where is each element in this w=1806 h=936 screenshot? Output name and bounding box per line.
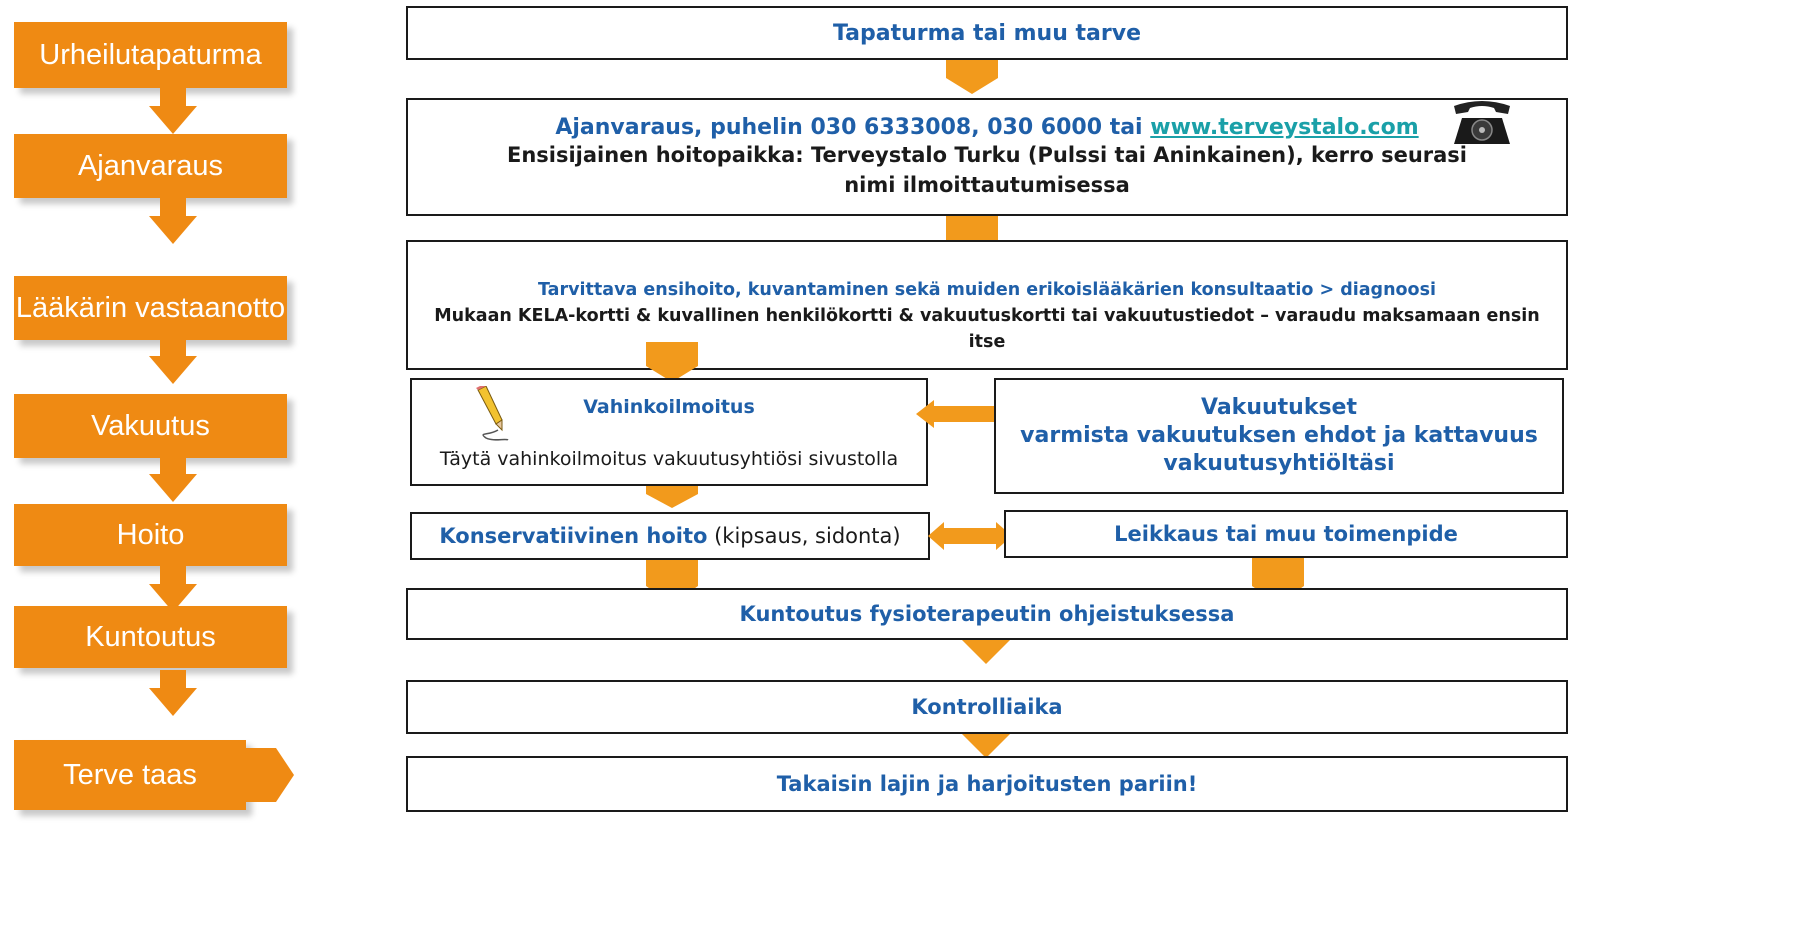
double-arrow-icon — [928, 522, 1012, 550]
box-vakuutukset: Vakuutukset varmista vakuutuksen ehdot j… — [994, 378, 1564, 494]
right-arrow-icon — [246, 748, 294, 802]
connector-arrow-icon — [962, 640, 1010, 664]
ajanvaraus-phone-text: Ajanvaraus, puhelin 030 6333008, 030 600… — [555, 114, 1151, 140]
step-vakuutus: Vakuutus — [14, 394, 287, 458]
kuntoutus-text: Kuntoutus fysioterapeutin ohjeistuksessa — [739, 602, 1235, 626]
vastaanotto-line1: Tarvittava ensihoito, kuvantaminen sekä … — [538, 280, 1436, 300]
vastaanotto-line2: Mukaan KELA-kortti & kuvallinen henkilök… — [434, 306, 1540, 352]
connector-arrow-icon — [646, 486, 698, 508]
box-kontrolliaika: Kontrolliaika — [406, 680, 1568, 734]
terveystalo-link[interactable]: www.terveystalo.com — [1150, 114, 1419, 140]
step-label: Kuntoutus — [85, 620, 216, 653]
step-label: Terve taas — [63, 758, 197, 791]
box-laakarin-vastaanotto: Tarvittava ensihoito, kuvantaminen sekä … — [406, 240, 1568, 370]
konservatiivinen-bold: Konservatiivinen hoito — [439, 524, 708, 548]
step-terve-taas: Terve taas — [14, 740, 246, 810]
box-takaisin: Takaisin lajin ja harjoitusten pariin! — [406, 756, 1568, 812]
box-konservatiivinen-hoito: Konservatiivinen hoito (kipsaus, sidonta… — [410, 512, 930, 560]
step-label: Lääkärin vastaanotto — [15, 291, 286, 324]
ajanvaraus-phone-line: Ajanvaraus, puhelin 030 6333008, 030 600… — [555, 115, 1418, 140]
connector-arrow-icon — [962, 734, 1010, 758]
step-label: Hoito — [116, 518, 185, 551]
step-hoito: Hoito — [14, 504, 287, 566]
vakuutukset-title: Vakuutukset — [1201, 395, 1357, 420]
box-leikkaus: Leikkaus tai muu toimenpide — [1004, 510, 1568, 558]
down-arrow-icon — [149, 670, 197, 716]
box-tapaturma-text: Tapaturma tai muu tarve — [832, 20, 1141, 46]
box-ajanvaraus: Ajanvaraus, puhelin 030 6333008, 030 600… — [406, 98, 1568, 216]
vahinko-text: Täytä vahinkoilmoitus vakuutusyhtiösi si… — [439, 448, 899, 470]
leikkaus-text: Leikkaus tai muu toimenpide — [1114, 522, 1458, 546]
step-kuntoutus: Kuntoutus — [14, 606, 287, 668]
connector-arrow-icon — [946, 60, 998, 94]
step-label: Urheilutapaturma — [39, 38, 262, 71]
pencil-icon — [476, 386, 509, 441]
telephone-icon — [1454, 101, 1510, 144]
connector-arrow-icon — [646, 342, 698, 382]
down-arrow-icon — [149, 338, 197, 384]
vahinko-title: Vahinkoilmoitus — [583, 396, 755, 418]
kontrolliaika-text: Kontrolliaika — [911, 695, 1063, 719]
vakuutukset-text: varmista vakuutuksen ehdot ja kattavuus … — [1020, 423, 1538, 476]
down-arrow-icon — [149, 456, 197, 502]
step-urheilutapaturma: Urheilutapaturma — [14, 22, 287, 88]
down-arrow-icon — [149, 88, 197, 134]
box-vahinkoilmoitus: Vahinkoilmoitus Täytä vahinkoilmoitus va… — [410, 378, 928, 486]
ajanvaraus-location-text: Ensisijainen hoitopaikka: Terveystalo Tu… — [506, 142, 1467, 197]
takaisin-text: Takaisin lajin ja harjoitusten pariin! — [776, 772, 1198, 796]
step-laakarin-vastaanotto: Lääkärin vastaanotto — [14, 276, 287, 340]
box-tapaturma: Tapaturma tai muu tarve — [406, 6, 1568, 60]
step-label: Vakuutus — [91, 409, 210, 442]
box-kuntoutus: Kuntoutus fysioterapeutin ohjeistuksessa — [406, 588, 1568, 640]
konservatiivinen-rest: (kipsaus, sidonta) — [707, 524, 901, 548]
step-label: Ajanvaraus — [77, 149, 224, 182]
down-arrow-icon — [149, 198, 197, 244]
step-ajanvaraus: Ajanvaraus — [14, 134, 287, 198]
